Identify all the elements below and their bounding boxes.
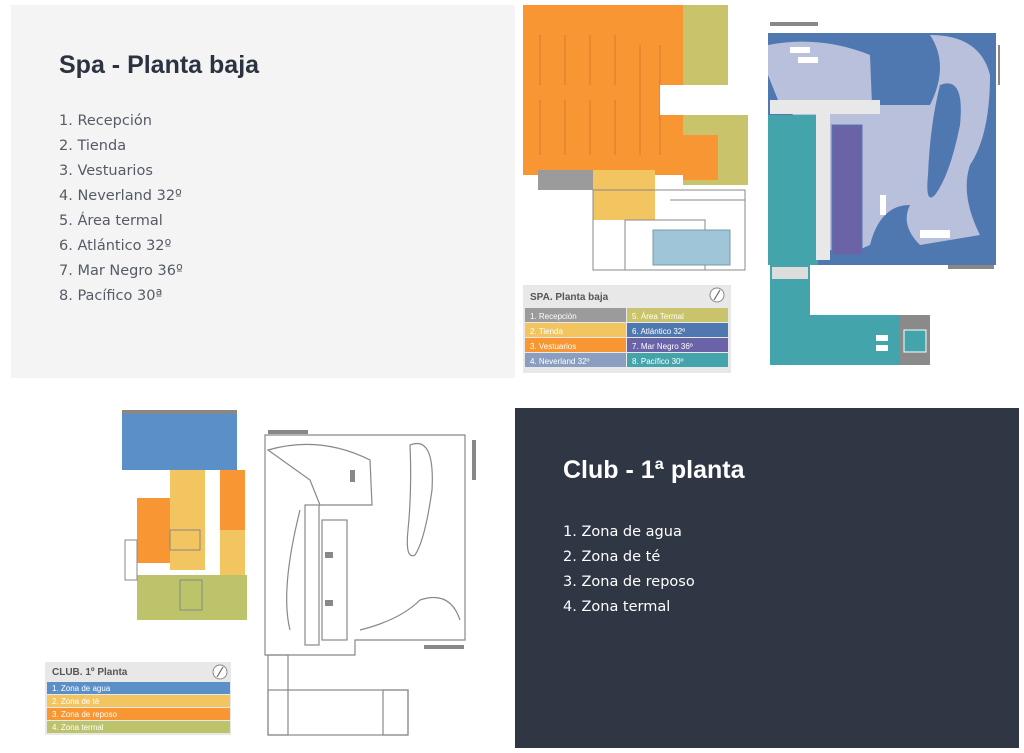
club-area-item: 1. Zona de agua — [563, 524, 682, 540]
spa-area-item: 5. Área termal — [59, 213, 163, 229]
legend-label: 3. Zona de reposo — [52, 710, 117, 719]
spa-area-item: 7. Mar Negro 36º — [59, 263, 183, 279]
spa-title: Spa - Planta baja — [59, 51, 260, 79]
legend-swatch — [627, 308, 728, 322]
legend-label: 7. Mar Negro 36º — [632, 342, 693, 351]
legend-swatch — [627, 353, 728, 367]
recepcion-zone — [538, 170, 593, 190]
legend-swatch — [47, 721, 230, 733]
spa-area-item: 8. Pacífico 30ª — [59, 288, 163, 304]
area-termal-zone — [683, 5, 728, 85]
zona-termal-zone — [137, 575, 247, 620]
legend-swatch — [525, 353, 626, 367]
legend-swatch — [47, 708, 230, 720]
legend-swatch — [627, 338, 728, 352]
legend-swatch — [525, 323, 626, 337]
spa-area-item: 2. Tienda — [59, 138, 127, 154]
legend-label: 1. Recepción — [530, 312, 577, 321]
compass-icon — [709, 287, 725, 303]
legend-label: 3. Vestuarios — [530, 342, 576, 351]
spa-floor-plan: SPA. Planta baja 1. Recepción 5. Área Ter… — [523, 5, 1000, 373]
pacifico-zone — [768, 115, 818, 265]
club-area-list: 1. Zona de agua 2. Zona de té 3. Zona de… — [563, 520, 695, 620]
spa-legend-title: SPA. Planta baja — [530, 292, 609, 303]
legend-label: 1. Zona de agua — [52, 684, 111, 693]
legend-label: 5. Área Termal — [632, 312, 684, 321]
spa-info-panel: Spa - Planta baja 1. Recepción 2. Tienda… — [11, 5, 515, 378]
legend-label: 8. Pacífico 30º — [632, 357, 683, 366]
club-title: Club - 1ª planta — [563, 456, 745, 484]
legend-swatch — [627, 323, 728, 337]
club-area-item: 2. Zona de té — [563, 549, 661, 565]
mar-negro-zone — [831, 124, 863, 256]
zona-de-reposo-zone — [137, 498, 170, 563]
spa-area-item: 4. Neverland 32º — [59, 188, 182, 204]
vestuarios-zone — [523, 5, 683, 175]
club-floor-plan: CLUB. 1º Planta 1. Zona de agua 2. Zona d… — [45, 410, 476, 736]
legend-swatch — [525, 338, 626, 352]
neverland-zone — [768, 35, 990, 252]
zona-de-te-zone — [170, 470, 205, 570]
zona-de-agua-zone — [122, 412, 237, 470]
spa-area-item: 6. Atlántico 32º — [59, 238, 172, 254]
legend-swatch — [525, 308, 626, 322]
club-info-panel: Club - 1ª planta 1. Zona de agua 2. Zona… — [515, 408, 1019, 748]
club-legend-title: CLUB. 1º Planta — [52, 667, 128, 678]
club-area-item: 3. Zona de reposo — [563, 574, 695, 590]
legend-label: 2. Zona de té — [52, 697, 100, 706]
spa-area-list: 1. Recepción 2. Tienda 3. Vestuarios 4. … — [59, 109, 183, 309]
club-area-item: 4. Zona termal — [563, 599, 671, 615]
legend-label: 4. Neverland 32º — [530, 357, 589, 366]
tienda-zone — [593, 170, 655, 220]
legend-swatch — [47, 682, 230, 694]
legend-label: 6. Atlántico 32º — [632, 327, 685, 336]
legend-label: 4. Zona termal — [52, 723, 104, 732]
compass-icon — [212, 664, 228, 680]
legend-swatch — [47, 695, 230, 707]
spa-area-item: 3. Vestuarios — [59, 163, 153, 179]
legend-label: 2. Tienda — [530, 327, 563, 336]
spa-area-item: 1. Recepción — [59, 113, 152, 129]
